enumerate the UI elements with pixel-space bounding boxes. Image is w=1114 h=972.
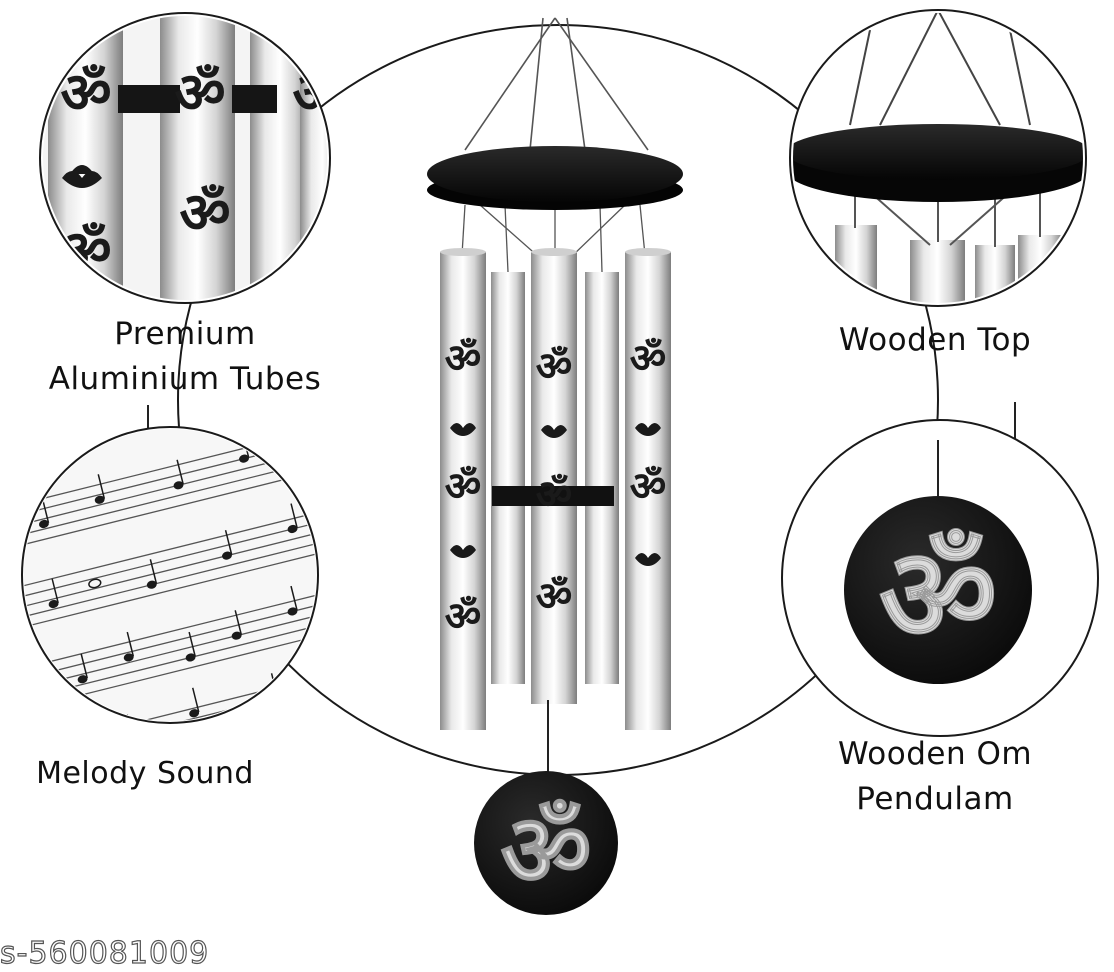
chime-tube	[440, 252, 486, 730]
pendulum-closeup-circle: ॐ	[781, 419, 1099, 737]
om-symbol-icon: ॐ	[174, 61, 225, 126]
callout-connectors	[147, 402, 1016, 440]
om-symbol-icon: ॐ	[445, 594, 481, 640]
lotus-icon	[62, 165, 102, 188]
melody-closeup-circle	[21, 426, 319, 724]
om-symbol-icon: ॐ	[445, 336, 481, 382]
striker	[492, 486, 614, 506]
lotus-icon	[450, 423, 661, 566]
om-symbol-icon: ॐ	[500, 792, 591, 909]
om-symbol-icon: ॐ	[445, 464, 481, 510]
om-symbol-icon: ॐ	[630, 464, 666, 510]
label-line: Pendulam	[856, 780, 1014, 817]
label-wooden-om-pendulam: Wooden Om Pendulam	[800, 732, 1070, 822]
wind-chime: ॐ ॐ ॐ ॐ ॐ ॐ ॐ ॐ ॐ	[427, 17, 683, 915]
chime-tube	[531, 252, 577, 704]
om-pendulum	[474, 771, 618, 915]
om-symbol-icon: ॐ	[60, 219, 111, 284]
label-premium-aluminium-tubes: Premium Aluminium Tubes	[20, 312, 350, 402]
wooden-top-closeup-circle	[789, 9, 1087, 307]
label-line: Wooden Top	[838, 322, 1032, 358]
label-line: Melody Sound	[36, 756, 254, 791]
tubes-closeup-circle: ॐ ॐ ॐ ॐ ॐ	[39, 12, 331, 304]
chime-tube	[585, 272, 619, 684]
closeup-tube	[910, 240, 965, 303]
label-line: Wooden Om	[837, 736, 1033, 772]
label-line: Premium	[114, 316, 256, 352]
om-symbol-icon: ॐ	[879, 519, 998, 671]
om-symbol-icon: ॐ	[179, 181, 230, 246]
om-symbol-icon: ॐ	[536, 472, 572, 518]
om-symbol-icon: ॐ	[536, 344, 572, 390]
label-line: Aluminium Tubes	[48, 360, 322, 397]
label-wooden-top: Wooden Top	[800, 318, 1070, 363]
label-melody-sound: Melody Sound	[10, 752, 280, 796]
chime-tube	[491, 272, 525, 684]
watermark: s-560081009	[0, 935, 210, 971]
om-symbol-icon: ॐ	[536, 574, 572, 620]
closeup-tube	[835, 225, 877, 303]
closeup-tube	[160, 16, 235, 300]
om-symbol-icon: ॐ	[630, 336, 666, 382]
closeup-tube	[48, 16, 123, 300]
closeup-tube	[300, 16, 327, 300]
chime-tube	[625, 252, 671, 730]
music-notes-icon	[24, 429, 316, 721]
